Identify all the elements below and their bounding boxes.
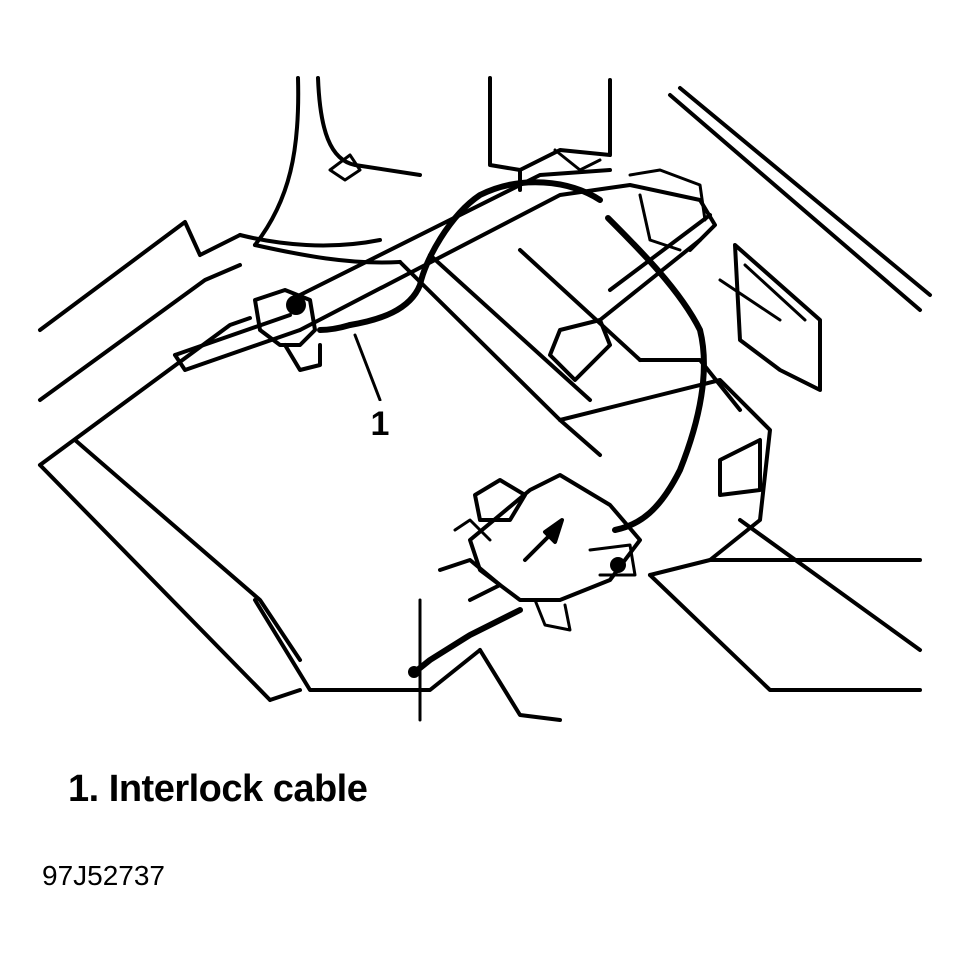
callout-1: 1 <box>353 333 402 445</box>
legend: 1. Interlock cable <box>68 768 368 811</box>
callout-number: 1 <box>371 405 390 443</box>
interlock-cable-diagram: 1 <box>38 76 932 722</box>
shifter-housing <box>438 473 642 632</box>
transmission-tunnel <box>238 76 612 265</box>
legend-item-label: Interlock cable <box>108 768 368 810</box>
legend-item-number: 1. <box>68 768 99 810</box>
brake-lever <box>173 168 717 372</box>
right-rails <box>668 86 932 392</box>
interlock-cable <box>317 179 707 678</box>
floor-panel <box>38 220 482 702</box>
brake-pedal <box>548 213 712 382</box>
figure-id: 97J52737 <box>42 860 166 891</box>
console-base <box>398 248 922 722</box>
